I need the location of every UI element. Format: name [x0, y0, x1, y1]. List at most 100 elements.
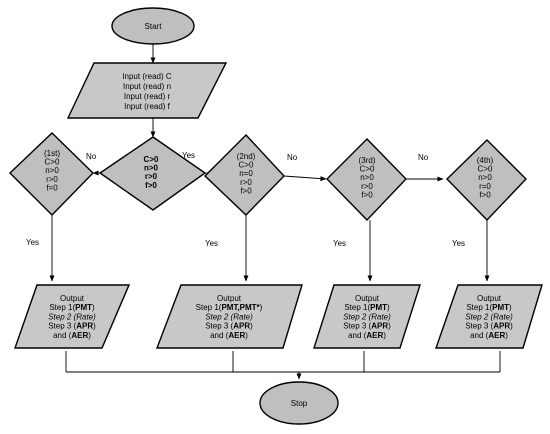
output-segment: )	[92, 303, 95, 312]
output-segment: )	[93, 322, 96, 331]
decision-condition: (4th)	[477, 156, 494, 165]
output-3	[313, 284, 421, 349]
output-line: Output	[477, 294, 502, 303]
output-segment: APR	[76, 322, 93, 331]
output-line: Output	[217, 294, 242, 303]
output-segment: )	[250, 322, 253, 331]
output-line: Output	[60, 294, 85, 303]
output-line: and (AER)	[348, 331, 386, 340]
decision-condition: (1st)	[44, 149, 60, 158]
output-line: Output	[355, 294, 380, 303]
decision-text: (1st)C>0n>0r>0f=0C>0n>0r>0f>0(2nd)C>0n=0…	[44, 149, 494, 199]
output-segment: PMT	[75, 303, 92, 312]
label-yes: Yes	[26, 238, 39, 247]
output-segment: and (	[348, 331, 367, 340]
label-yes: Yes	[452, 239, 465, 248]
decision-condition: n>0	[360, 173, 374, 182]
decision-condition: n>0	[45, 166, 59, 175]
output-segment: and (	[53, 331, 72, 340]
output-segment: AER	[228, 331, 245, 340]
decision-condition: n>0	[144, 164, 159, 173]
output-segment: )	[260, 303, 263, 312]
decision-condition: f=0	[46, 183, 58, 192]
output-segment: PMT,PMT*	[221, 303, 260, 312]
output-line: Step 1(PMT,PMT*)	[196, 303, 263, 312]
output-segment: )	[388, 322, 391, 331]
input-line: Input (read) n	[123, 82, 171, 91]
output-line: Step 3 (APR)	[205, 322, 253, 331]
label-yes: Yes	[205, 239, 218, 248]
output-segment: Step 3 (	[205, 322, 233, 331]
decision-condition: r=0	[479, 182, 491, 191]
input-line: Input (read) C	[122, 72, 172, 81]
output-segment: APR	[493, 322, 510, 331]
decision-1st	[8, 132, 94, 216]
label-no: No	[86, 152, 97, 161]
output-segment: )	[387, 303, 390, 312]
start-terminal	[111, 7, 195, 45]
decision-condition: (2nd)	[237, 152, 256, 161]
edge-labels: No Yes No No Yes Yes Yes Yes	[26, 151, 465, 248]
decision-condition: C>0	[360, 165, 375, 174]
decision-2nd	[203, 133, 285, 216]
output-segment: Rate	[233, 312, 250, 321]
output-segment: )	[505, 331, 508, 340]
output-line: Step 2 (Rate)	[465, 312, 513, 321]
decision-condition: n>0	[478, 173, 492, 182]
output-line: Step 2 (Rate)	[48, 312, 96, 321]
output-segment: Output	[217, 294, 242, 303]
label-yes: Yes	[182, 151, 195, 160]
decision-condition: n=0	[239, 169, 253, 178]
input-parallelogram	[66, 62, 228, 119]
output-segment: Output	[355, 294, 380, 303]
label-no: No	[418, 153, 429, 162]
output-segment: Step 2 (	[343, 312, 372, 321]
output-segment: Step 3 (	[343, 322, 371, 331]
output-segment: Step 1(	[49, 303, 75, 312]
decision-initial	[98, 136, 207, 211]
decision-3rd	[326, 138, 407, 222]
output-segment: PMT	[492, 303, 509, 312]
output-segment: Rate	[371, 312, 388, 321]
output-segment: APR	[233, 322, 250, 331]
output-segment: Step 3 (	[48, 322, 76, 331]
stop-terminal	[259, 381, 339, 425]
decision-condition: f>0	[361, 190, 373, 199]
decision-condition: (3rd)	[359, 156, 376, 165]
label-yes: Yes	[333, 239, 346, 248]
output-segment: )	[249, 312, 253, 321]
output-segment: Step 2 (	[465, 312, 494, 321]
output-line: Step 1(PMT)	[466, 303, 512, 312]
decision-condition: C>0	[144, 155, 159, 164]
output-segment: Output	[477, 294, 502, 303]
output-line: Step 3 (APR)	[465, 322, 513, 331]
output-segment: and (	[470, 331, 489, 340]
decision-condition: r>0	[361, 182, 373, 191]
output-segment: )	[383, 331, 386, 340]
output-segment: )	[509, 312, 513, 321]
output-segment: Step 2 (	[205, 312, 234, 321]
output-segment: AER	[366, 331, 383, 340]
output-segment: APR	[371, 322, 388, 331]
output-segment: Step 1(	[196, 303, 222, 312]
input-line: Input (read) f	[124, 102, 171, 111]
output-line: and (AER)	[470, 331, 508, 340]
output-line: Step 3 (APR)	[48, 322, 96, 331]
output-segment: )	[509, 303, 512, 312]
decision-condition: r>0	[240, 178, 252, 187]
output-line: Step 3 (APR)	[343, 322, 391, 331]
output-segment: Rate	[76, 312, 93, 321]
decision-condition: C>0	[45, 158, 60, 167]
output-segment: Step 3 (	[465, 322, 493, 331]
output-line: Step 2 (Rate)	[343, 312, 391, 321]
start-label: Start	[145, 22, 163, 31]
output-segment: AER	[71, 331, 88, 340]
output-segment: )	[387, 312, 391, 321]
output-segment: Output	[60, 294, 85, 303]
output-segment: )	[88, 331, 91, 340]
output-line: and (AER)	[53, 331, 91, 340]
stop-label: Stop	[291, 399, 308, 408]
output-line: Step 1(PMT)	[344, 303, 390, 312]
output-segment: AER	[488, 331, 505, 340]
